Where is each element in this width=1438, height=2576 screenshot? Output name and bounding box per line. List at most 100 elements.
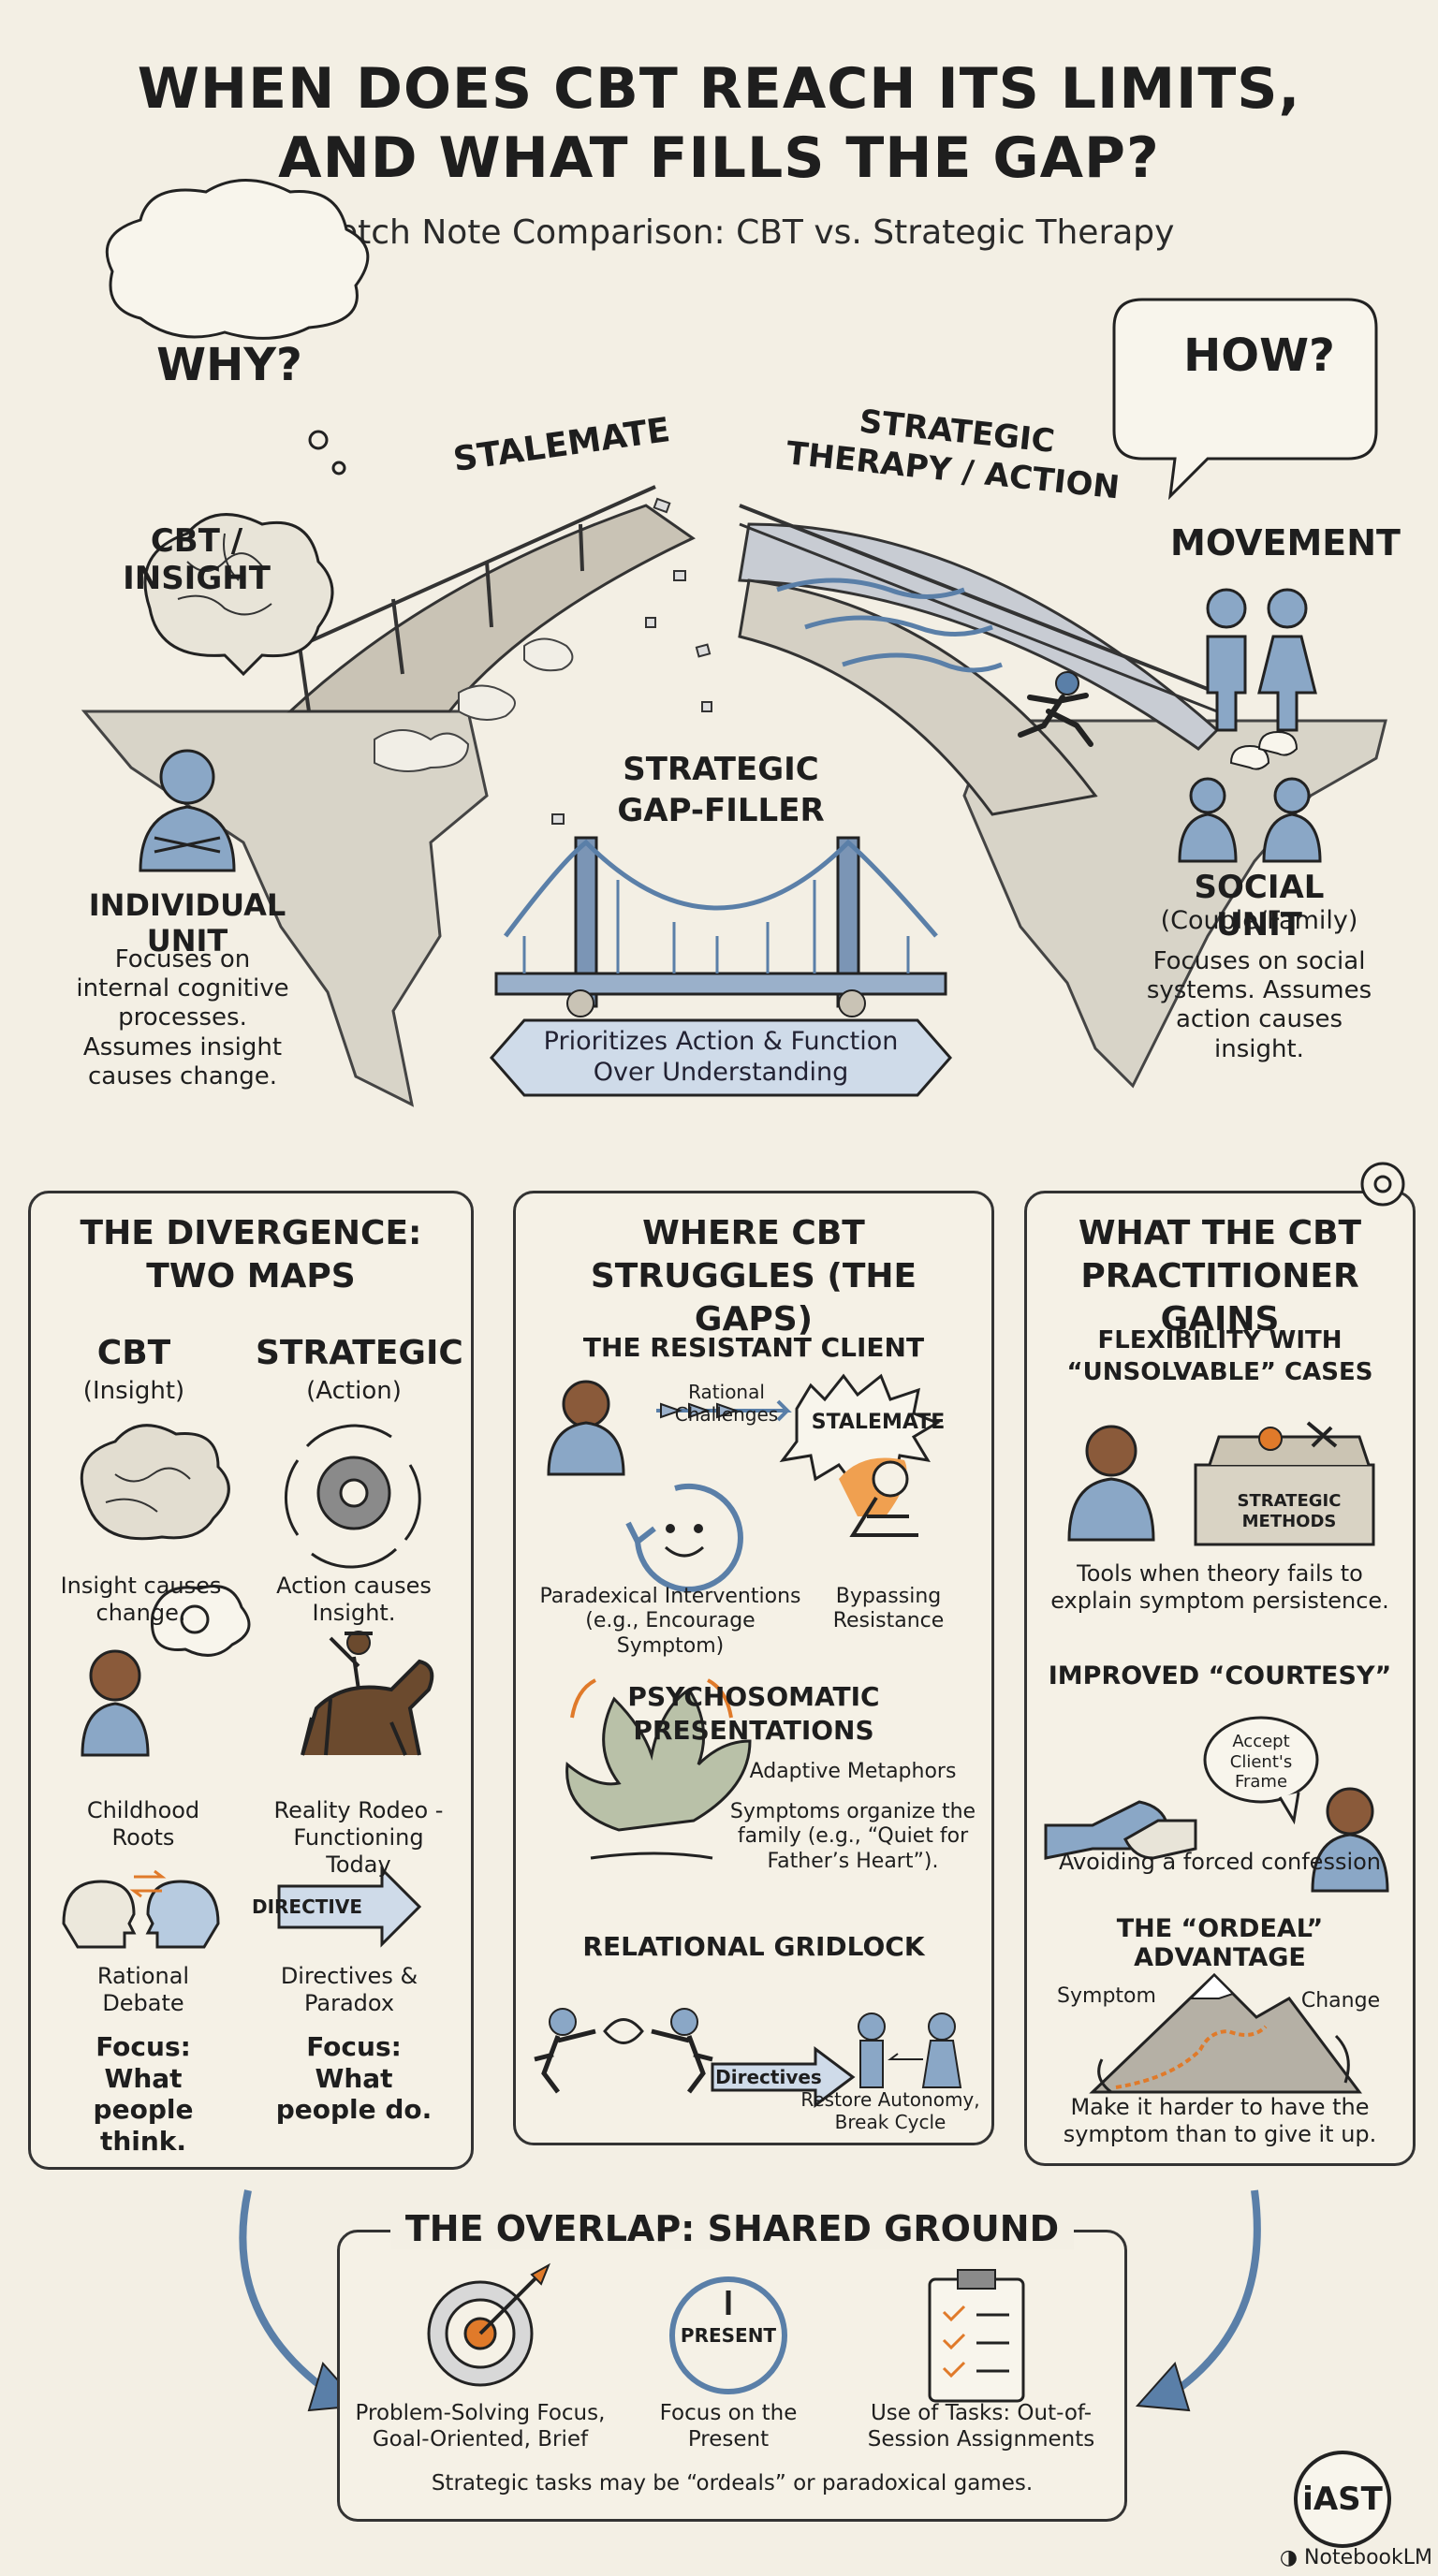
- insight-change-text: Insight causes change.: [60, 1573, 222, 1626]
- divergence-title: THE DIVERGENCE: TWO MAPS: [80, 1214, 422, 1295]
- why-label: WHY?: [156, 339, 302, 391]
- gains-panel: WHAT THE CBT PRACTITIONER GAINS FLEXIBIL…: [1024, 1162, 1416, 2166]
- struggles-panel: WHERE CBT STRUGGLES (THE GAPS) THE RESIS…: [513, 1191, 994, 2145]
- reality-rodeo-text: Reality Rodeo - Functioning Today: [273, 1797, 444, 1878]
- iast-badge-text: iAST: [1302, 2481, 1383, 2518]
- overlap-item-2: Focus on the Present: [659, 2401, 798, 2452]
- accept-speech-bubble-icon: [1203, 1716, 1319, 1825]
- stalemate-burst-label: STALEMATE: [811, 1411, 946, 1434]
- couple-icon: [1206, 588, 1317, 732]
- artichoke-icon: [565, 1678, 752, 1860]
- harder-text: Make it harder to have the symptom than …: [1063, 2094, 1377, 2147]
- toolbox-icon: [1194, 1421, 1375, 1546]
- target-icon: [427, 2262, 550, 2387]
- courtesy-heading: IMPROVED “COURTESY”: [1048, 1661, 1392, 1690]
- gains-title: WHAT THE CBT PRACTITIONER GAINS: [1078, 1214, 1362, 1339]
- how-label: HOW?: [1183, 329, 1335, 382]
- page-title: WHEN DOES CBT REACH ITS LIMITS, AND WHAT…: [0, 54, 1438, 193]
- overlap-item-3: Use of Tasks: Out-of-Session Assignments: [867, 2401, 1095, 2452]
- childhood-roots-text: Childhood Roots: [86, 1797, 200, 1851]
- separated-couple-icon: [858, 2012, 962, 2088]
- gridlock-heading: RELATIONAL GRIDLOCK: [582, 1931, 925, 1962]
- banner-text: Prioritizes Action & Function Over Under…: [543, 1027, 899, 1087]
- clock-icon: [669, 2276, 787, 2394]
- strategic-column-label: STRATEGIC: [256, 1334, 463, 1372]
- suspension-bridge-icon: [494, 836, 947, 1017]
- gap-filler-label: STRATEGIC GAP-FILLER: [617, 751, 825, 829]
- divergence-icons: [62, 1424, 434, 1949]
- resistant-person-icon: [547, 1380, 625, 1476]
- how-speech-bubble: [1112, 298, 1378, 501]
- ordeal-heading: THE “ORDEAL” ADVANTAGE: [1116, 1914, 1324, 1972]
- social-unit-icon: [1178, 730, 1322, 863]
- adaptive-metaphors-text: Adaptive Metaphors: [749, 1760, 957, 1783]
- restore-autonomy-text: Restore Autonomy, Break Cycle: [800, 2088, 980, 2133]
- notebooklm-logo-icon: ◑: [1279, 2546, 1305, 2569]
- individual-unit-desc: Focuses on internal cognitive processes.…: [76, 945, 289, 1090]
- stalemate-burst-icon: [779, 1373, 941, 1486]
- avoiding-text: Avoiding a forced confession: [1058, 1849, 1382, 1875]
- resistant-client-heading: THE RESISTANT CLIENT: [582, 1332, 925, 1363]
- directives-arrow-icon: [711, 2046, 856, 2108]
- brand-text: NotebookLM: [1304, 2546, 1432, 2569]
- directive-arrow-label: DIRECTIVE: [251, 1895, 362, 1918]
- struggles-title: WHERE CBT STRUGGLES (THE GAPS): [590, 1214, 917, 1339]
- individual-person-icon: [139, 749, 236, 872]
- why-thought-cloud: [105, 179, 370, 476]
- gridlock-tug-icon: [534, 2008, 713, 2094]
- overlap-title-wrap: THE OVERLAP: SHARED GROUND: [340, 2208, 1124, 2249]
- gear-cycle-icon: [285, 1424, 421, 1569]
- overlap-panel: THE OVERLAP: SHARED GROUND PRESENT Probl…: [337, 2208, 1127, 2522]
- brain-icon: [80, 1424, 230, 1541]
- focus-do-text: Focus: What people do.: [275, 2031, 433, 2126]
- smiley-cycle-icon: [625, 1484, 743, 1592]
- handshake-icon: [1044, 1800, 1197, 1860]
- rational-arrow-icon: [656, 1399, 792, 1422]
- struggles-icons: [534, 1373, 962, 2108]
- overlap-footer: Strategic tasks may be “ordeals” or para…: [431, 2471, 1034, 2496]
- change-label: Change: [1300, 1989, 1381, 2012]
- directive-arrow-icon: [277, 1866, 422, 1948]
- social-unit-sub: (Couple/Family): [1160, 906, 1358, 935]
- cbt-insight-label: CBT / INSIGHT: [123, 522, 271, 597]
- flexibility-heading: FLEXIBILITY WITH “UNSOLVABLE” CASES: [1066, 1326, 1373, 1386]
- divergence-panel: THE DIVERGENCE: TWO MAPS CBT (Insight) S…: [28, 1191, 474, 2170]
- focus-think-text: Focus: What people think.: [93, 2031, 194, 2157]
- page-subtitle: A Sketch Note Comparison: CBT vs. Strate…: [263, 213, 1175, 252]
- directives-arrow-label: Directives: [715, 2066, 822, 2088]
- overlap-icons: [427, 2262, 1025, 2403]
- rodeo-rider-icon: [301, 1631, 434, 1756]
- title-line-1: WHEN DOES CBT REACH ITS LIMITS,: [137, 56, 1301, 122]
- puzzled-person-icon: [1067, 1425, 1155, 1542]
- strategic-column-sub: (Action): [306, 1377, 402, 1405]
- accept-frame-text: Accept Client's Frame: [1229, 1732, 1293, 1793]
- paradoxical-text: Paradexical Interventions (e.g., Encoura…: [539, 1585, 801, 1658]
- bypassing-text: Bypassing Resistance: [832, 1585, 945, 1633]
- cbt-column-sub: (Insight): [82, 1377, 185, 1405]
- broken-bridge-cbt: [286, 485, 712, 825]
- symptom-label: Symptom: [1057, 1984, 1156, 2008]
- banner-ribbon: [490, 1018, 952, 1097]
- debate-heads-icon: [62, 1869, 220, 1949]
- gear-icon: [1360, 1162, 1405, 1207]
- thinking-person-icon: [81, 1585, 251, 1757]
- notebooklm-brand: ◑ NotebookLM: [1245, 2546, 1432, 2569]
- action-insight-text: Action causes Insight.: [276, 1573, 432, 1626]
- social-unit-desc: Focuses on social systems. Assumes actio…: [1146, 947, 1372, 1063]
- right-cliff: [962, 719, 1387, 1089]
- social-unit-label: SOCIAL UNIT: [1194, 869, 1325, 944]
- action-bridge-strategic: [738, 504, 1220, 816]
- writing-person-icon: [839, 1457, 918, 1537]
- symptoms-organize-text: Symptoms organize the family (e.g., “Qui…: [729, 1800, 976, 1873]
- bridge-illustration: [81, 179, 1387, 1107]
- rational-debate-text: Rational Debate: [96, 1963, 190, 2016]
- gains-icons: [1044, 1162, 1405, 2094]
- overlap-item-1: Problem-Solving Focus, Goal-Oriented, Br…: [355, 2401, 606, 2452]
- title-line-2: AND WHAT FILLS THE GAP?: [278, 125, 1160, 191]
- overlap-title: THE OVERLAP: SHARED GROUND: [389, 2208, 1075, 2249]
- rational-challenges-text: Rational Challenges: [674, 1381, 779, 1426]
- directives-paradox-text: Directives & Paradox: [280, 1963, 418, 2016]
- cbt-column-label: CBT: [96, 1334, 171, 1372]
- listening-woman-icon: [1311, 1787, 1389, 1893]
- movement-label: MOVEMENT: [1170, 522, 1401, 564]
